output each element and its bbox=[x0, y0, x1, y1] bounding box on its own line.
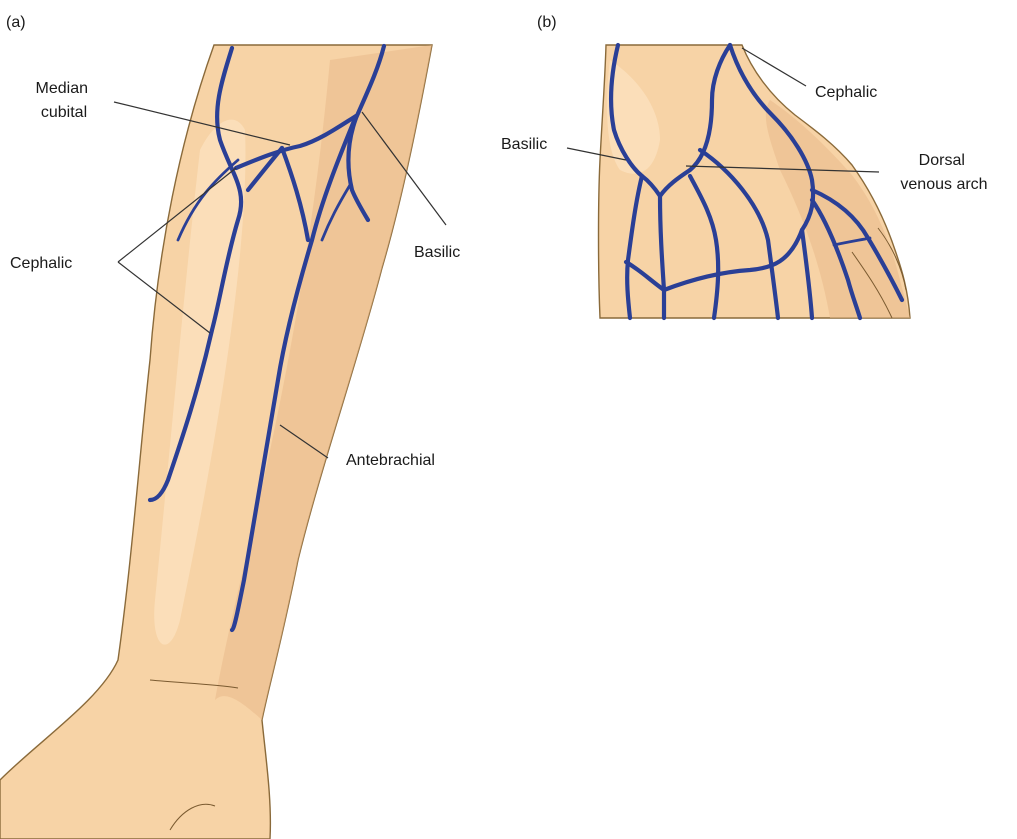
label-cephalic-a: Cephalic bbox=[10, 255, 72, 272]
label-basilic-a: Basilic bbox=[414, 244, 460, 261]
label-dorsal-venous-arch: Dorsal venous arch bbox=[900, 152, 987, 193]
label-dorsal-arch-line2: venous arch bbox=[900, 176, 987, 193]
panel-a: (a) Median bbox=[0, 14, 460, 839]
label-basilic-b: Basilic bbox=[501, 136, 547, 153]
label-cephalic-b: Cephalic bbox=[815, 84, 877, 101]
label-dorsal-arch-line1: Dorsal bbox=[919, 152, 965, 169]
label-median-cubital: Median cubital bbox=[36, 80, 93, 121]
panel-a-label: (a) bbox=[6, 14, 26, 31]
panel-b-label: (b) bbox=[537, 14, 557, 31]
panel-b: (b) Cephalic Basilic bbox=[501, 14, 988, 318]
label-median-cubital-line2: cubital bbox=[41, 104, 87, 121]
label-median-cubital-line1: Median bbox=[36, 80, 88, 97]
label-antebrachial: Antebrachial bbox=[346, 452, 435, 469]
